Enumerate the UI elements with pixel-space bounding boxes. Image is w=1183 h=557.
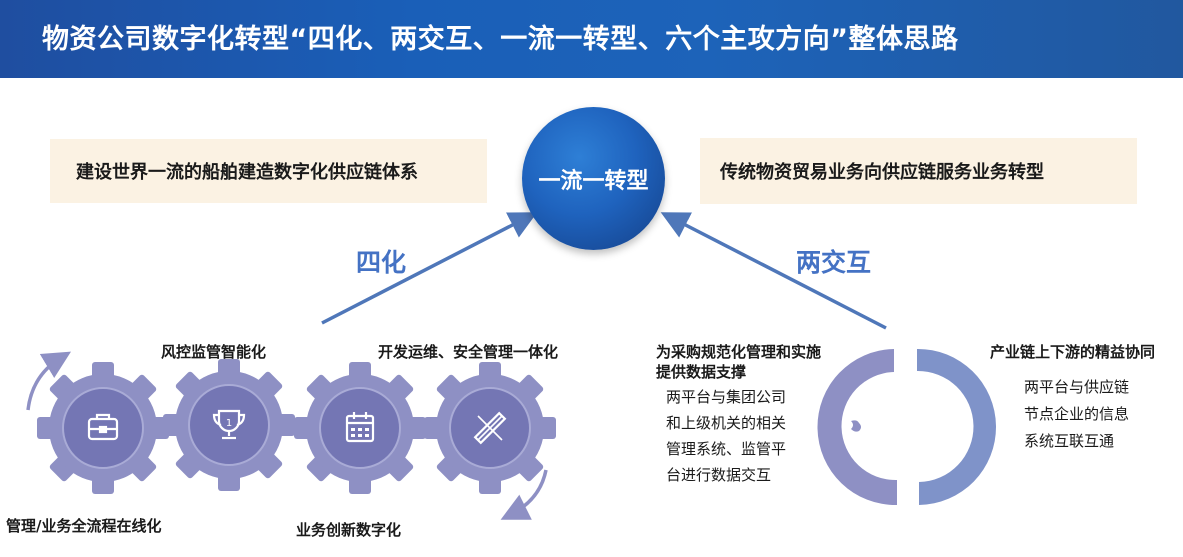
interaction-left-desc-1: 两平台与集团公司 <box>666 388 787 406</box>
cycle-arrow-right <box>500 469 548 520</box>
arrow-right <box>660 212 887 330</box>
interaction-right-title: 产业链上下游的精益协同 <box>990 343 1156 361</box>
goal-right-text: 传统物资贸易业务向供应链服务业务转型 <box>720 162 1044 183</box>
camera-icon <box>943 417 965 436</box>
interaction-left-desc-3: 管理系统、监管平 <box>666 440 787 458</box>
goal-left-text: 建设世界一流的船舶建造数字化供应链体系 <box>76 162 418 183</box>
page-title: 物资公司数字化转型“四化、两交互、一流一转型、六个主攻方向”整体思路 <box>42 24 959 55</box>
interaction-left-desc-4: 台进行数据交互 <box>666 466 772 484</box>
calendar-icon <box>345 412 375 443</box>
gear-label-1: 管理/业务全流程在线化 <box>6 517 162 535</box>
arrow-left-label: 四化 <box>356 248 407 277</box>
arrow-right-label: 两交互 <box>796 248 872 277</box>
gear-label-4: 开发运维、安全管理一体化 <box>378 343 559 361</box>
interaction-left-title-2: 提供数据支撑 <box>656 363 747 381</box>
cycle-left-segment <box>817 349 897 506</box>
ruler-pencil-icon <box>473 411 507 445</box>
briefcase-icon <box>87 413 119 441</box>
gear-label-2: 风控监管智能化 <box>161 343 267 361</box>
arrow-left <box>321 212 538 325</box>
center-label: 一流一转型 <box>538 168 649 194</box>
cycle-arrow-left <box>26 351 72 411</box>
trophy-icon <box>212 409 246 440</box>
cycle-right-segment <box>917 348 997 505</box>
interaction-cycle <box>817 348 997 506</box>
interaction-right-desc-2: 节点企业的信息 <box>1024 405 1130 423</box>
interaction-right-desc-1: 两平台与供应链 <box>1024 378 1130 396</box>
interaction-left-desc-2: 和上级机关的相关 <box>666 414 787 432</box>
interaction-right-desc-3: 系统互联互通 <box>1024 432 1115 450</box>
center-goal-circle: 一流一转型 <box>522 107 665 250</box>
globe-icon <box>846 416 868 438</box>
trophy-number: 1 <box>226 418 232 429</box>
goal-box-right: 传统物资贸易业务向供应链服务业务转型 <box>700 138 1137 204</box>
interaction-left-title-1: 为采购规范化管理和实施 <box>656 343 822 361</box>
goal-box-left: 建设世界一流的船舶建造数字化供应链体系 <box>50 139 487 203</box>
header-banner: 物资公司数字化转型“四化、两交互、一流一转型、六个主攻方向”整体思路 <box>0 0 1183 78</box>
gear-label-3: 业务创新数字化 <box>296 521 402 539</box>
